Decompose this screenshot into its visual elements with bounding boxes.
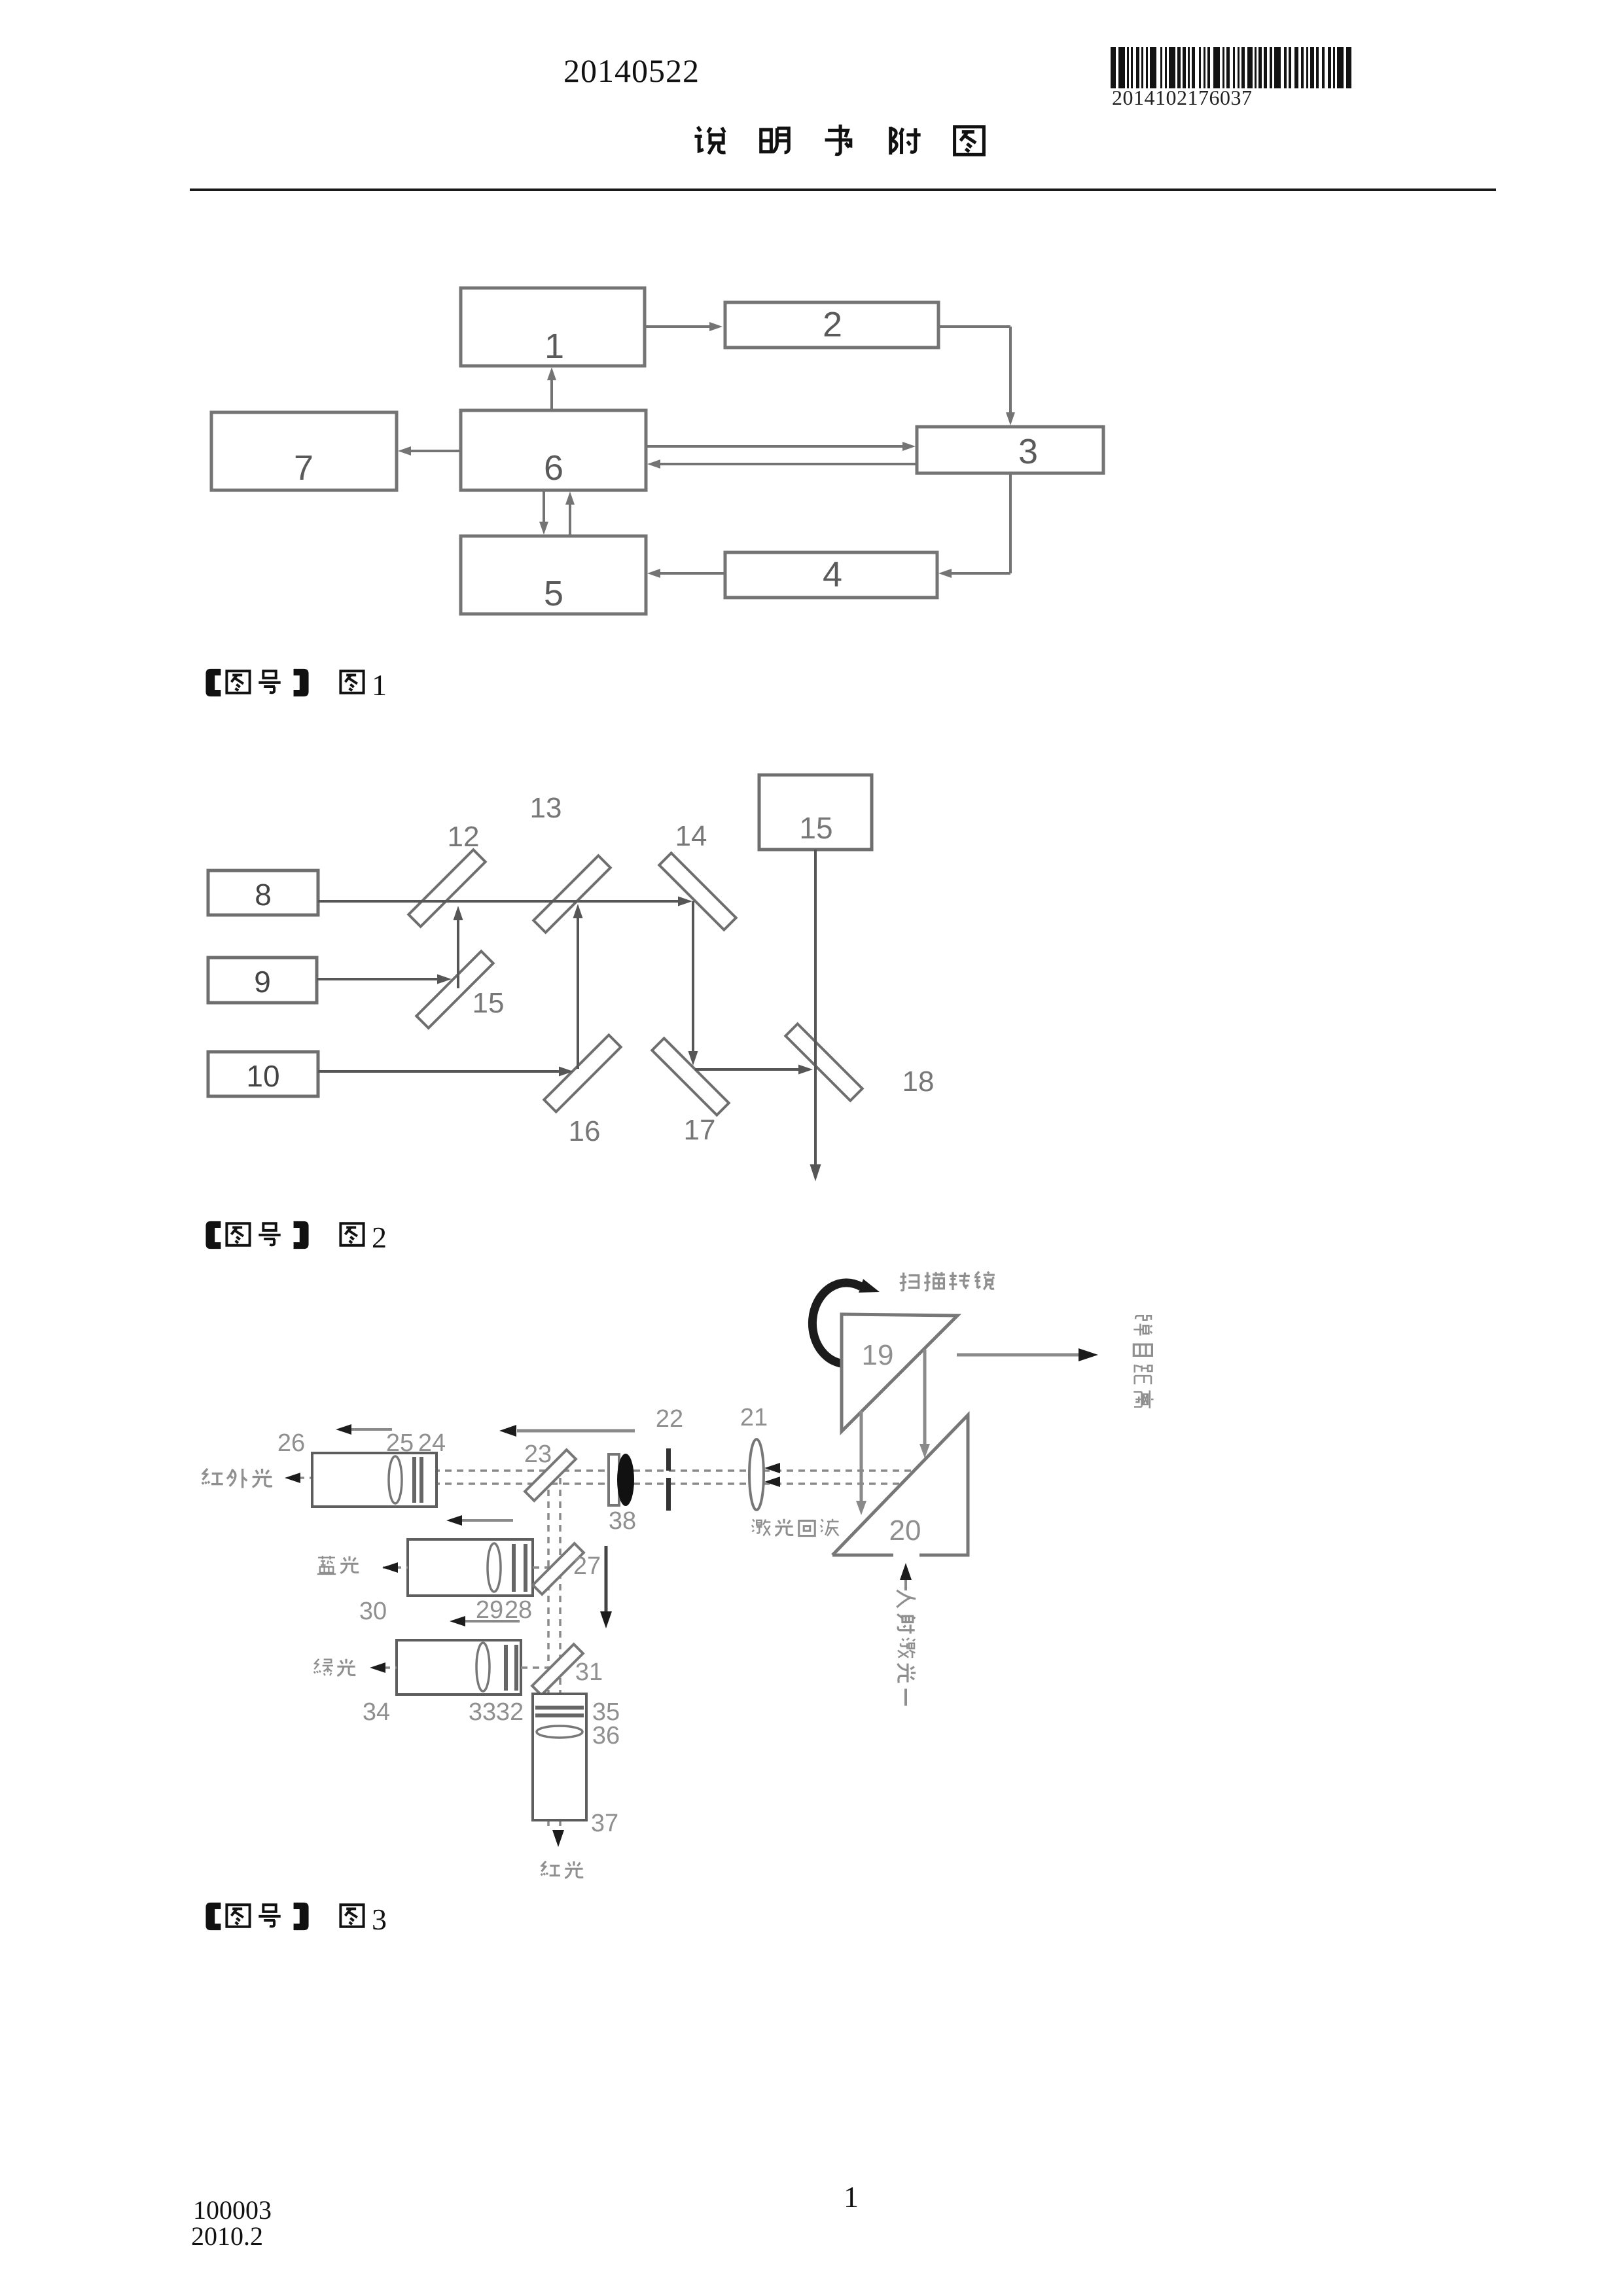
- svg-text:3: 3: [372, 1903, 387, 1936]
- svg-text:35: 35: [592, 1698, 620, 1726]
- svg-text:5: 5: [544, 574, 563, 613]
- svg-text:2014102176037: 2014102176037: [1112, 86, 1253, 109]
- svg-text:36: 36: [592, 1722, 620, 1749]
- svg-text:2: 2: [823, 305, 842, 344]
- svg-text:20140522: 20140522: [563, 52, 700, 89]
- svg-text:1: 1: [844, 2180, 859, 2214]
- svg-text:32: 32: [496, 1698, 524, 1726]
- svg-text:4: 4: [823, 555, 842, 594]
- svg-text:27: 27: [573, 1552, 601, 1580]
- svg-text:9: 9: [254, 965, 271, 999]
- svg-text:1: 1: [544, 327, 564, 366]
- svg-text:38: 38: [609, 1507, 636, 1535]
- svg-text:100003: 100003: [193, 2195, 272, 2225]
- svg-text:34: 34: [363, 1698, 390, 1726]
- svg-text:20: 20: [889, 1515, 921, 1547]
- svg-text:15: 15: [473, 987, 505, 1019]
- svg-text:8: 8: [255, 878, 272, 912]
- svg-text:13: 13: [530, 792, 562, 824]
- svg-text:2: 2: [372, 1221, 387, 1254]
- svg-text:16: 16: [569, 1115, 601, 1147]
- svg-text:1: 1: [372, 668, 387, 702]
- svg-text:12: 12: [448, 821, 480, 853]
- svg-text:7: 7: [294, 448, 313, 488]
- svg-text:28: 28: [505, 1596, 532, 1624]
- svg-text:18: 18: [902, 1066, 935, 1098]
- svg-text:25: 25: [386, 1429, 414, 1457]
- svg-text:33: 33: [469, 1698, 496, 1726]
- svg-text:19: 19: [862, 1339, 894, 1371]
- svg-text:26: 26: [277, 1429, 305, 1457]
- svg-text:6: 6: [544, 448, 563, 488]
- svg-text:21: 21: [740, 1404, 768, 1431]
- svg-text:14: 14: [675, 820, 707, 852]
- svg-text:10: 10: [246, 1059, 279, 1093]
- svg-text:31: 31: [575, 1659, 603, 1686]
- svg-text:23: 23: [524, 1441, 552, 1468]
- svg-text:29: 29: [476, 1596, 503, 1624]
- svg-text:22: 22: [656, 1405, 683, 1433]
- svg-text:24: 24: [418, 1429, 446, 1457]
- svg-text:3: 3: [1018, 432, 1038, 471]
- svg-text:17: 17: [684, 1114, 716, 1146]
- svg-text:37: 37: [591, 1810, 618, 1837]
- svg-text:15: 15: [799, 811, 832, 845]
- svg-text:2010.2: 2010.2: [191, 2221, 263, 2251]
- svg-text:30: 30: [359, 1598, 387, 1625]
